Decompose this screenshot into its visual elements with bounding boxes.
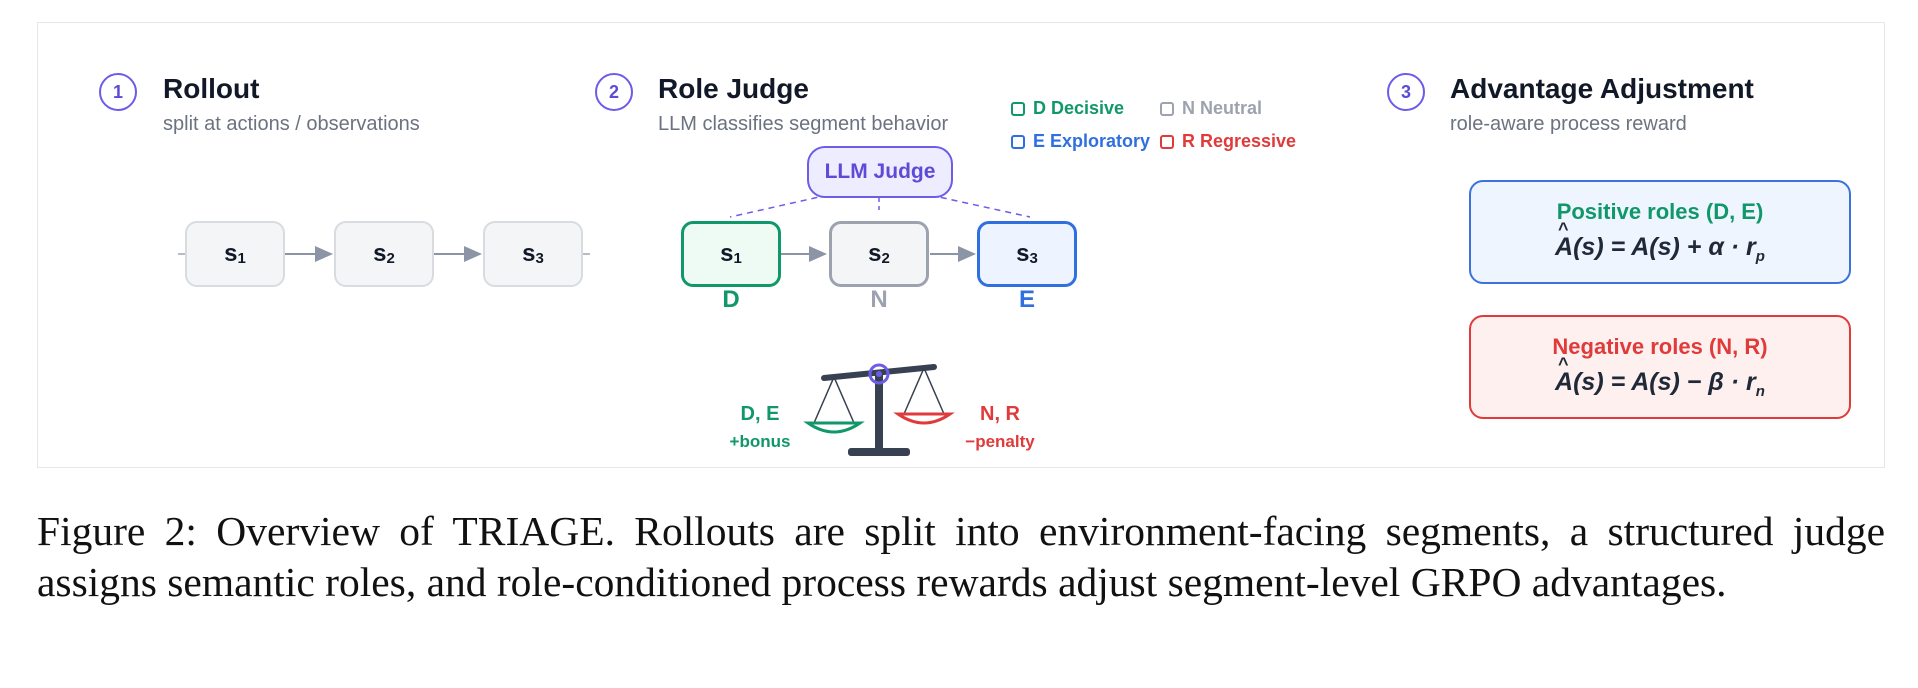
section-title-role-judge: Role Judge — [658, 73, 809, 104]
role-label-neutral: N — [870, 286, 888, 313]
neutral-swatch-icon — [1160, 101, 1174, 116]
judge-link-s1 — [729, 194, 829, 218]
positive-formula: A(s) = A(s) + α · rp — [1555, 219, 1765, 265]
section-subtitle-role-judge: LLM classifies segment behavior — [658, 113, 949, 135]
scale-right-effect: −penalty — [965, 432, 1035, 451]
figure-caption: Figure 2: Overview of TRIAGE. Rollouts a… — [37, 508, 1885, 605]
step-number-2: 2 — [595, 73, 633, 111]
positive-roles-box: Positive roles (D, E) A(s) = A(s) + α · … — [1469, 180, 1851, 284]
legend-decisive: D Decisive — [1011, 98, 1124, 119]
negative-roles-title: Negative roles (N, R) — [1552, 334, 1768, 359]
legend-neutral-label: N Neutral — [1182, 98, 1263, 118]
legend-decisive-label: D Decisive — [1033, 98, 1125, 118]
balance-scale-icon — [803, 363, 955, 456]
step-number-1: 1 — [99, 73, 137, 111]
negative-formula: A(s) = A(s) − β · rn — [1555, 354, 1765, 400]
legend-neutral: N Neutral — [1160, 98, 1262, 119]
positive-roles-title: Positive roles (D, E) — [1556, 199, 1764, 224]
step-number-3: 3 — [1387, 73, 1425, 111]
judge-link-s3 — [929, 194, 1031, 218]
role-label-exploratory: E — [1018, 286, 1035, 313]
role-label-decisive: D — [722, 286, 740, 313]
legend-regressive-label: R Regressive — [1182, 131, 1297, 151]
decisive-swatch-icon — [1011, 101, 1025, 116]
llm-judge-node: LLM Judge — [807, 146, 953, 198]
exploratory-swatch-icon — [1011, 134, 1025, 149]
section-subtitle-rollout: split at actions / observations — [163, 113, 420, 135]
scale-left-effect: +bonus — [729, 432, 791, 451]
scale-right-label: N, R −penalty — [948, 403, 1052, 452]
scale-left-label: D, E +bonus — [708, 403, 812, 452]
legend-exploratory: E Exploratory — [1011, 131, 1150, 152]
regressive-swatch-icon — [1160, 134, 1174, 149]
section-subtitle-advantage: role-aware process reward — [1450, 113, 1687, 135]
negative-roles-box: Negative roles (N, R) A(s) = A(s) − β · … — [1469, 315, 1851, 419]
legend-exploratory-label: E Exploratory — [1033, 131, 1151, 151]
section-title-rollout: Rollout — [163, 73, 260, 104]
scale-left-roles: D, E — [740, 403, 780, 425]
scale-right-roles: N, R — [980, 403, 1020, 425]
section-title-advantage: Advantage Adjustment — [1450, 73, 1754, 104]
legend-regressive: R Regressive — [1160, 131, 1296, 152]
